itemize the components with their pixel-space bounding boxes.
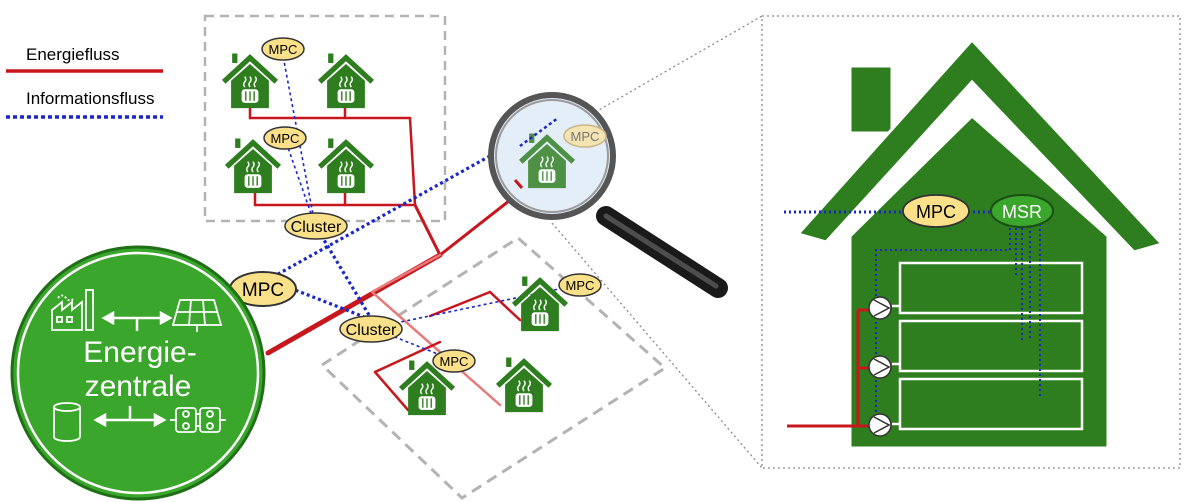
energy-network xyxy=(248,105,525,412)
house-icon xyxy=(320,54,373,109)
svg-text:MSR: MSR xyxy=(1002,202,1042,222)
cluster-badge-top: Cluster xyxy=(284,212,348,240)
pump-icon xyxy=(868,413,892,437)
house-icon xyxy=(320,139,373,194)
house-icon xyxy=(498,358,551,413)
house-detail: MPC MSR xyxy=(784,37,1165,450)
house-icon xyxy=(224,54,277,109)
mpc-badge-detail: MPC xyxy=(902,194,970,228)
energy-central: Energie- zentrale xyxy=(10,245,266,501)
central-title-line2: zentrale xyxy=(85,370,192,403)
magnifying-glass-icon: MPC xyxy=(488,92,728,298)
svg-text:MPC: MPC xyxy=(566,278,595,293)
radiator-panel xyxy=(898,261,1084,315)
mpc-badge: MPC xyxy=(432,349,476,373)
pump-icon xyxy=(868,296,892,320)
radiator-panel xyxy=(898,377,1084,431)
cluster-box-bottom xyxy=(319,236,668,500)
legend-energy-label: Energiefluss xyxy=(26,45,120,64)
central-title-line1: Energie- xyxy=(83,336,196,369)
heat-exchanger-icon xyxy=(170,407,226,433)
mpc-badge-central: MPC xyxy=(229,271,297,307)
mpc-label-magnified: MPC xyxy=(571,129,600,144)
svg-text:MPC: MPC xyxy=(242,280,284,301)
svg-text:Cluster: Cluster xyxy=(346,322,397,339)
mpc-badge: MPC xyxy=(261,37,305,61)
svg-text:MPC: MPC xyxy=(271,131,300,146)
mpc-badge: MPC xyxy=(558,273,602,297)
legend-info-label: Informationsfluss xyxy=(26,89,155,108)
mpc-badge: MPC xyxy=(263,126,307,150)
pump-icon xyxy=(868,355,892,379)
storage-tank-icon xyxy=(53,402,81,442)
house-detail-chimney xyxy=(848,64,894,135)
radiator-panel xyxy=(898,319,1084,373)
svg-text:MPC: MPC xyxy=(440,354,469,369)
factory-icon xyxy=(51,289,94,331)
svg-text:MPC: MPC xyxy=(916,202,956,222)
exchange-arrows-bottom xyxy=(93,406,167,428)
exchange-arrows-top xyxy=(101,310,173,331)
house-detail-roof xyxy=(795,37,1165,254)
zoom-guide-bottom xyxy=(551,222,763,469)
msr-badge-detail: MSR xyxy=(990,194,1054,228)
cluster-box-top xyxy=(203,14,447,223)
solar-panel-icon xyxy=(171,299,223,332)
cluster-badge-bottom: Cluster xyxy=(339,315,403,343)
legend: Energiefluss Informationsfluss xyxy=(6,45,163,119)
svg-text:MPC: MPC xyxy=(269,42,298,57)
svg-text:Cluster: Cluster xyxy=(291,219,342,236)
